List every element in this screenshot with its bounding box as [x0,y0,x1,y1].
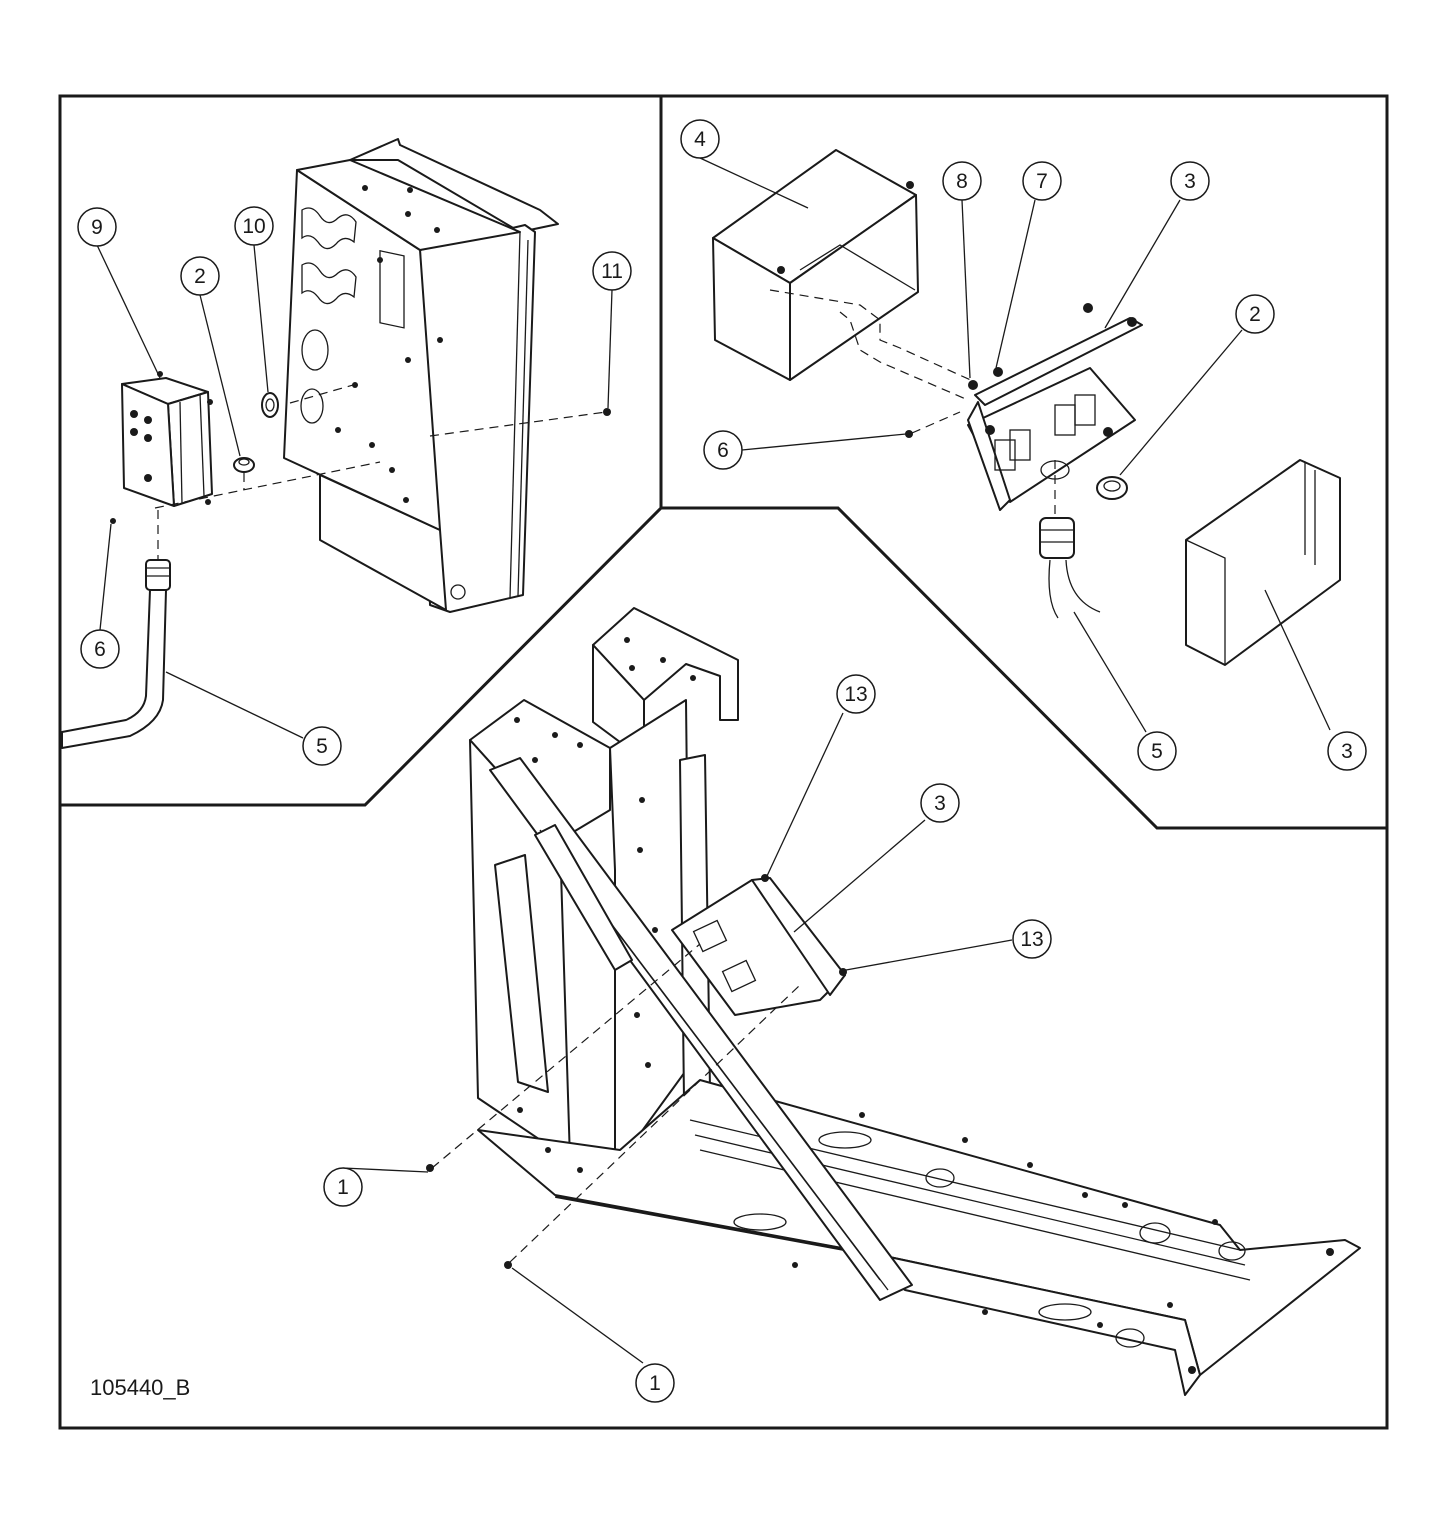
svg-text:7: 7 [1036,170,1048,193]
svg-text:1: 1 [337,1176,349,1199]
callout-11: 11 [592,251,632,291]
svg-text:5: 5 [1151,740,1163,763]
svg-text:6: 6 [717,439,729,462]
callout-6-left: 6 [80,629,120,669]
callout-3-top: 3 [1170,161,1210,201]
grommet-and-locknut [233,392,279,473]
svg-text:8: 8 [956,170,968,193]
electrical-enclosure [283,138,559,613]
locknut-right [1096,476,1128,500]
callout-3-right: 3 [1327,731,1367,771]
assembly-dashed-lines-bottom [426,943,801,1269]
assembly-dashed-lines-left [110,382,611,560]
callout-7: 7 [1022,161,1062,201]
conduit-fitting-left [61,559,171,749]
callout-9: 9 [77,207,117,247]
svg-text:3: 3 [934,792,946,815]
switch-bracket [671,874,847,1016]
callout-10: 10 [234,206,274,246]
conduit-fitting-right [1039,517,1101,619]
assembly-dashed-lines-right [769,289,1056,520]
drawing-number: 105440_B [90,1375,190,1400]
drawing-frame [58,94,1389,1430]
svg-text:1: 1 [649,1372,661,1395]
callout-13-upper: 13 [836,674,876,714]
svg-text:3: 3 [1184,170,1196,193]
junction-box [121,371,213,507]
svg-text:4: 4 [694,128,706,151]
callout-3-bottom: 3 [920,783,960,823]
callout-6-right: 6 [703,430,743,470]
svg-text:5: 5 [316,735,328,758]
svg-text:2: 2 [1249,303,1261,326]
callout-1-right: 1 [635,1363,675,1403]
callout-5-right: 5 [1137,731,1177,771]
svg-text:6: 6 [94,638,106,661]
cover-box [712,149,919,381]
side-cover [1185,459,1341,666]
callout-13-lower: 13 [1012,919,1052,959]
callout-8: 8 [942,161,982,201]
svg-text:10: 10 [242,215,265,238]
callout-4: 4 [680,119,720,159]
callout-2-right: 2 [1235,294,1275,334]
svg-text:13: 13 [1020,928,1043,951]
bracket-plate [967,303,1143,511]
leader-lines [96,157,1331,1364]
svg-text:13: 13 [844,683,867,706]
callout-5-left: 5 [302,726,342,766]
svg-text:2: 2 [194,265,206,288]
svg-text:9: 9 [91,216,103,239]
callout-2-left: 2 [180,256,220,296]
svg-text:11: 11 [601,260,623,283]
callout-1-left: 1 [323,1167,363,1207]
svg-text:3: 3 [1341,740,1353,763]
main-frame [469,607,1361,1396]
